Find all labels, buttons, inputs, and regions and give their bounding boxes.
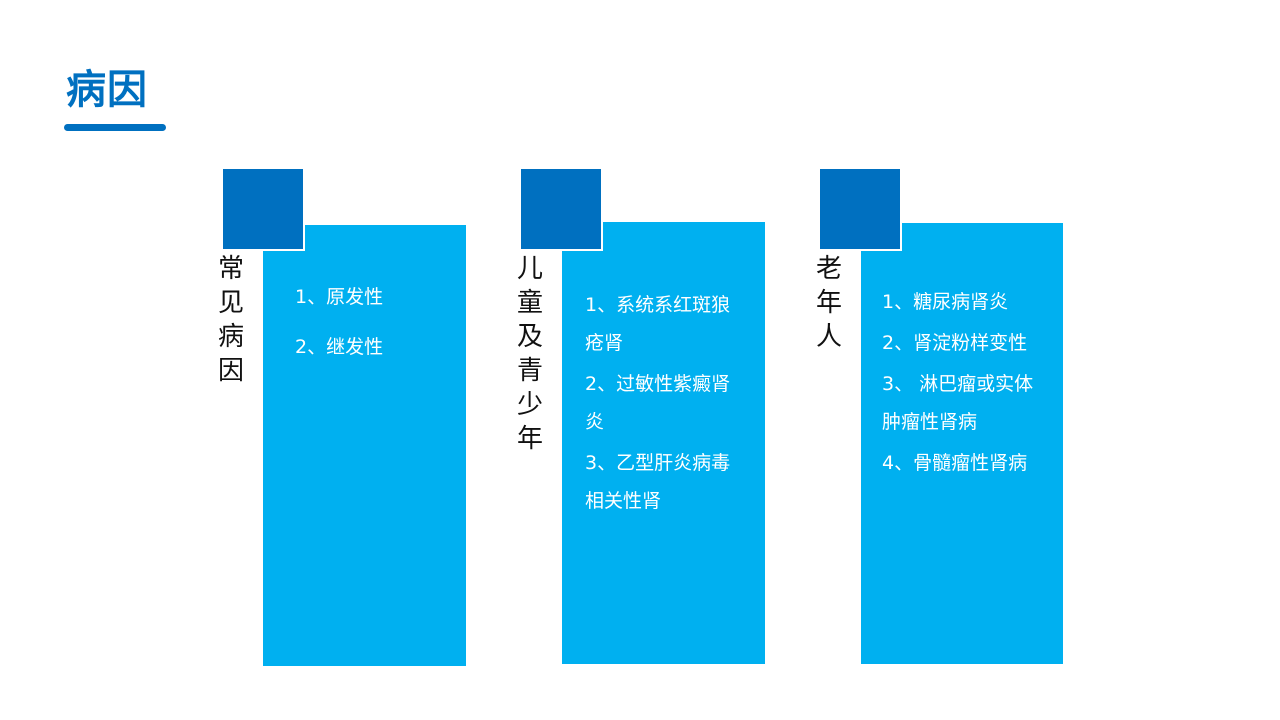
- list-item: 1、糖尿病肾炎: [882, 291, 1009, 313]
- title-underline: [64, 124, 166, 131]
- list-item: 2、肾淀粉样变性: [882, 332, 1028, 354]
- card-panel: [562, 222, 765, 664]
- card-label: 常见病因: [217, 254, 244, 386]
- list-item: 3、 淋巴瘤或实体肿瘤性肾病: [882, 373, 1034, 433]
- card-header-square: [519, 167, 603, 251]
- list-item: 3、乙型肝炎病毒相关性肾: [585, 452, 731, 512]
- card-header-square: [818, 167, 902, 251]
- card-item-list: 1、糖尿病肾炎 2、肾淀粉样变性 3、 淋巴瘤或实体肿瘤性肾病 4、骨髓瘤性肾病: [882, 283, 1037, 485]
- list-item: 2、继发性: [295, 336, 384, 358]
- card-label: 儿童及青少年: [516, 254, 543, 454]
- card-label: 老年人: [815, 254, 842, 352]
- card-item-list: 1、原发性 2、继发性: [295, 278, 455, 369]
- card-panel: [263, 225, 466, 666]
- card-header-square: [221, 167, 305, 251]
- list-item: 1、系统系红斑狼疮肾: [585, 294, 731, 354]
- list-item: 1、原发性: [295, 286, 384, 308]
- list-item: 2、过敏性紫癜肾炎: [585, 373, 731, 433]
- slide-title: 病因: [66, 67, 148, 113]
- card-item-list: 1、系统系红斑狼疮肾 2、过敏性紫癜肾炎 3、乙型肝炎病毒相关性肾: [585, 286, 740, 523]
- list-item: 4、骨髓瘤性肾病: [882, 452, 1028, 474]
- card-panel: [861, 223, 1063, 664]
